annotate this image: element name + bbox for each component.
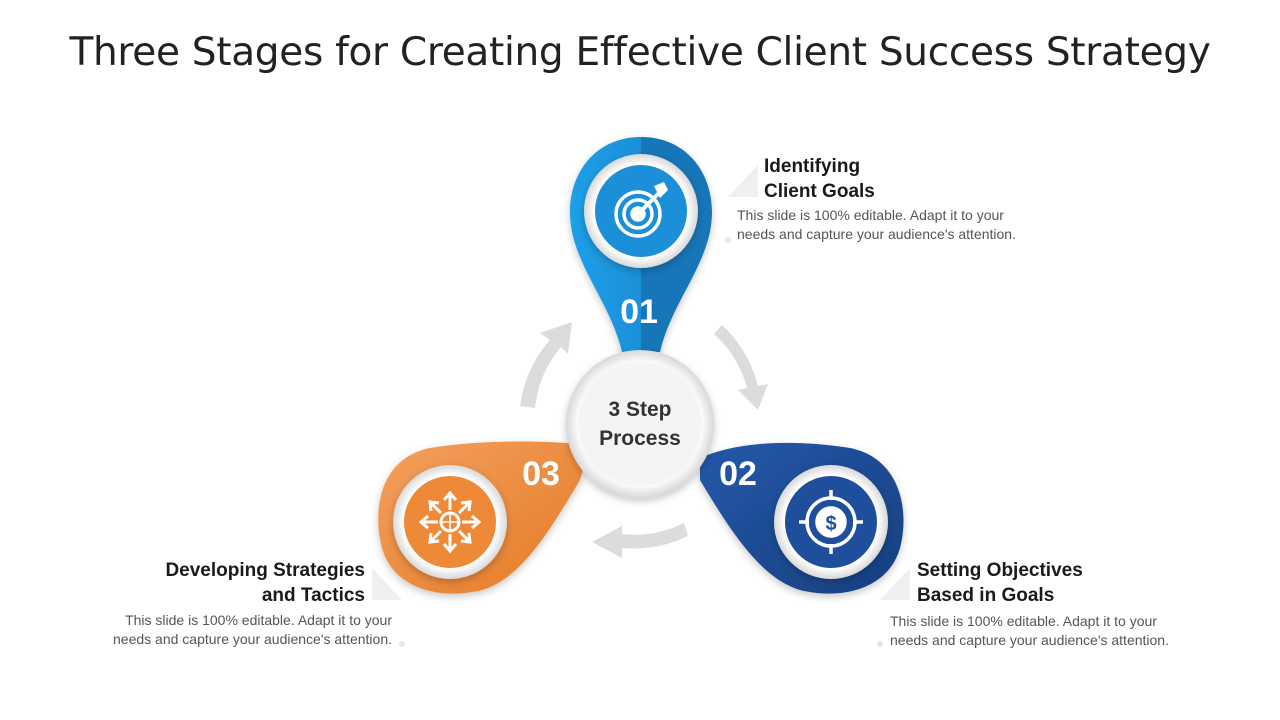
step-1-description: This slide is 100% editable. Adapt it to… <box>737 207 1016 242</box>
center-label: 3 Step Process <box>570 395 710 453</box>
dollar-target-icon: $ <box>799 490 863 554</box>
step-3-number: 03 <box>522 455 560 493</box>
step-3-title: Developing Strategies and Tactics <box>165 560 365 606</box>
step-2-number: 02 <box>719 455 757 493</box>
center-label-line1: 3 Step <box>608 398 672 421</box>
arrow-bottom <box>592 523 688 558</box>
center-label-line2: Process <box>599 427 681 450</box>
step-1-title: Identifying Client Goals <box>764 156 875 202</box>
page-title: Three Stages for Creating Effective Clie… <box>69 30 1211 75</box>
callout-pointer-1 <box>728 165 758 197</box>
globe-arrows-icon <box>418 490 482 554</box>
step-2-title: Setting Objectives Based in Goals <box>917 560 1083 606</box>
callout-pointer-3 <box>372 568 402 600</box>
callout-pointer-2 <box>880 568 910 600</box>
cycle-arrows <box>520 322 768 558</box>
arrow-top-left <box>520 322 572 408</box>
step-1-number: 01 <box>620 293 658 331</box>
step-2-description: This slide is 100% editable. Adapt it to… <box>890 613 1169 648</box>
target-arrow-icon <box>614 182 668 238</box>
arrow-top-right <box>714 325 768 410</box>
step-3-description: This slide is 100% editable. Adapt it to… <box>113 612 392 647</box>
svg-text:$: $ <box>825 513 836 535</box>
